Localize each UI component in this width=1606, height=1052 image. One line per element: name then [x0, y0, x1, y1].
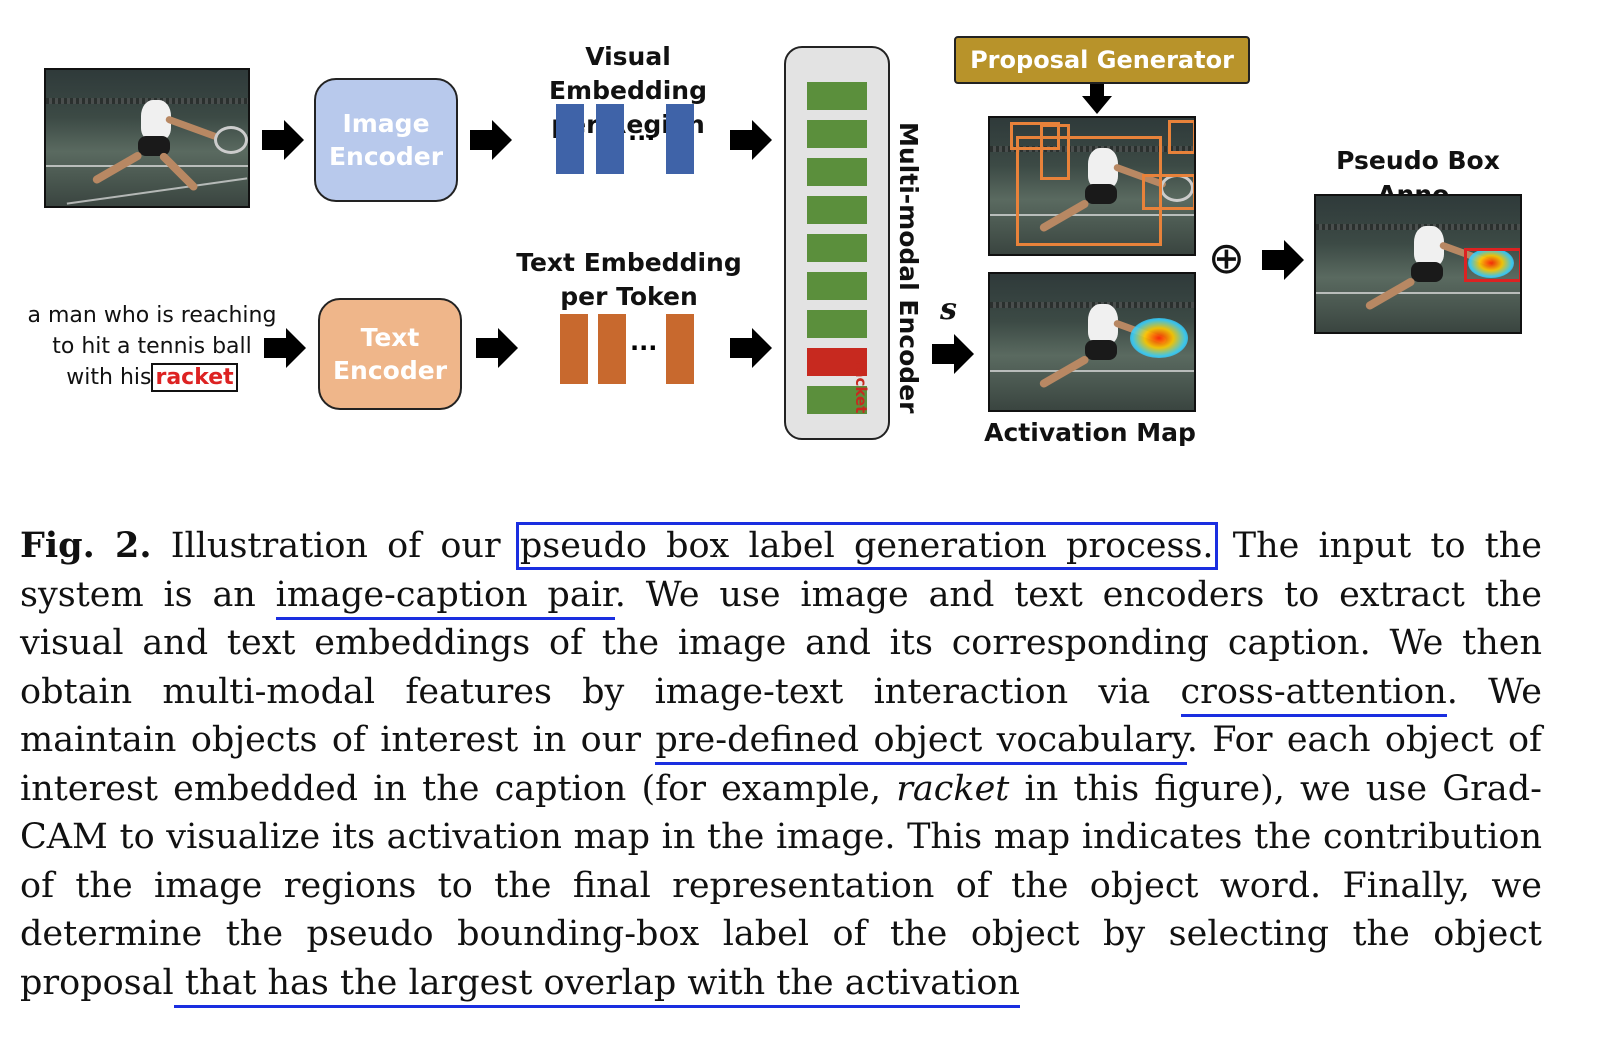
underlined-phrase: image-caption pair [275, 574, 615, 620]
stack-cell [807, 196, 867, 224]
input-caption-line: to hit a tennis ball [52, 334, 252, 359]
underlined-phrase: pre-defined object vocabulary [655, 720, 1187, 765]
stack-cell [807, 158, 867, 186]
text-embedding-bar [598, 314, 626, 384]
image-encoder-box: Image Encoder [314, 78, 458, 202]
caption-text: . We use image and text encoders to extr… [20, 574, 1542, 712]
figure-caption: Fig. 2. Illustration of our pseudo box l… [20, 522, 1542, 1008]
activation-map-image [988, 272, 1196, 412]
multimodal-encoder-stack: racket [784, 46, 890, 440]
italic-word: racket [896, 768, 1010, 809]
proposal-box [1016, 136, 1162, 246]
stack-cell [807, 234, 867, 262]
underlined-phrase: that has the largest overlap with the ac… [173, 962, 1020, 1008]
underlined-phrase: cross-attention [1180, 671, 1447, 717]
input-caption-line: a man who is reaching [27, 303, 277, 328]
stack-cell-racket [807, 348, 867, 376]
stack-cell [807, 120, 867, 148]
arrow-right-icon [470, 120, 512, 160]
ellipsis-icon: ... [628, 118, 656, 146]
pseudo-box-rect [1464, 248, 1520, 282]
caption-text: . For each object of interest embedded i… [20, 720, 1542, 809]
arrow-right-icon [262, 120, 304, 160]
proposal-generator-box: Proposal Generator [954, 36, 1250, 84]
caption-text: in this figure), we use Grad-CAM to visu… [20, 768, 1542, 1003]
ellipsis-icon: ... [630, 328, 658, 356]
input-image [44, 68, 250, 208]
multimodal-encoder-label: Multi-modal Encoder [894, 122, 923, 414]
arrow-right-icon [476, 328, 518, 368]
proposal-box [1040, 124, 1070, 180]
visual-embedding-bar [666, 104, 694, 174]
oplus-icon: ⊕ [1208, 233, 1245, 284]
input-caption: a man who is reaching to hit a tennis ba… [20, 300, 284, 393]
similarity-symbol: s [940, 292, 957, 327]
stack-cell [807, 386, 867, 414]
text-embedding-label: Text Embedding per Token [516, 248, 742, 311]
activation-map-label: Activation Map [984, 418, 1196, 447]
text-embedding-bar [666, 314, 694, 384]
racket-vertical-label: racket [852, 360, 870, 414]
stack-cell [807, 310, 867, 338]
proposal-image [988, 116, 1196, 256]
text-embedding-bar [560, 314, 588, 384]
pseudo-box-image [1314, 194, 1522, 334]
visual-embedding-bar [596, 104, 624, 174]
proposal-box [1142, 174, 1194, 210]
arrow-right-icon [932, 334, 974, 374]
arrow-right-icon [264, 328, 306, 368]
arrow-right-icon [730, 120, 772, 160]
caption-text: Illustration of our [151, 526, 520, 566]
text-encoder-box: Text Encoder [318, 298, 462, 410]
arrow-down-icon [1082, 80, 1112, 114]
racket-word-highlight: racket [151, 363, 238, 392]
arrow-right-icon [730, 328, 772, 368]
stack-cell [807, 272, 867, 300]
heatmap-blob [1130, 318, 1188, 358]
proposal-box [1168, 120, 1194, 154]
caption-text: The input to the system is an [20, 526, 1542, 615]
input-caption-prefix: with his [66, 365, 152, 390]
figure-label: Fig. 2. [20, 525, 152, 566]
boxed-phrase: pseudo box label generation process. [515, 522, 1218, 570]
proposal-box [1010, 122, 1060, 150]
visual-embedding-bar [556, 104, 584, 174]
heatmap-blob [1468, 248, 1514, 278]
stack-cell [807, 82, 867, 110]
caption-text: . We maintain objects of interest in our [20, 671, 1542, 761]
arrow-right-icon [1262, 240, 1304, 280]
